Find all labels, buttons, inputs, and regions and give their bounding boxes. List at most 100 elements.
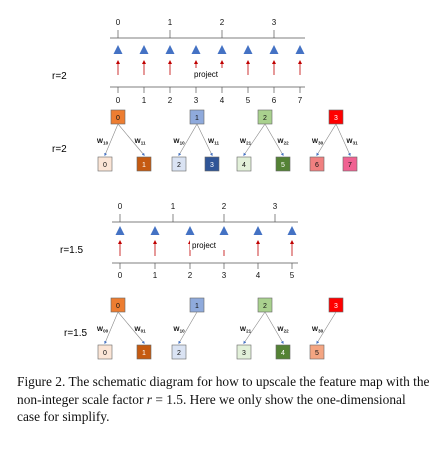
r2-sample-triangle <box>165 45 175 54</box>
r15-weight-W22: W22 <box>277 326 289 334</box>
r15-pixel-label: r=1.5 <box>64 328 88 339</box>
caption-text-part1: The schematic diagram for how to upscale… <box>17 374 430 407</box>
r15-input-box-2-label: 2 <box>263 303 267 310</box>
r15-weight-W01: W01 <box>134 326 146 334</box>
r15-project-label-bg <box>190 239 226 250</box>
r2-conv-arrow <box>335 123 351 157</box>
r15-output-box-5-label: 5 <box>315 350 319 357</box>
r2-output-box-6-label: 6 <box>315 162 319 169</box>
r2-output-box-6 <box>309 156 325 172</box>
r15-bottom-tick: 4 <box>256 271 261 280</box>
r2-project-label-bg <box>192 68 228 79</box>
r2-sample-triangle <box>139 45 149 54</box>
r15-input-box-3-label: 3 <box>334 303 338 310</box>
r2-axis-label: r=2 <box>52 71 67 82</box>
r15-bottom-tick: 1 <box>153 271 158 280</box>
r2-output-box-3-label: 3 <box>210 162 214 169</box>
r15-conv-arrow <box>264 311 284 345</box>
r15-weight-W00: W00 <box>97 326 109 334</box>
r2-weight-W31: W31 <box>346 138 358 146</box>
r2-bottom-tick: 7 <box>298 96 303 105</box>
r2-sample-triangle <box>243 45 253 54</box>
r15-conv-arrow <box>104 311 119 345</box>
r15-bottom-tick: 3 <box>222 271 227 280</box>
r15-bottom-tick: 0 <box>118 271 123 280</box>
r15-top-tick: 0 <box>118 202 123 211</box>
r15-input-box-1-label: 1 <box>195 303 199 310</box>
r2-weight-W11: W11 <box>208 138 219 146</box>
r2-conv-arrow <box>316 123 337 157</box>
r2-conv-arrow <box>243 123 266 156</box>
r2-output-box-5 <box>275 156 291 172</box>
r2-input-box-0-label: 0 <box>116 115 120 122</box>
r15-output-box-2-label: 2 <box>177 350 181 357</box>
figure-caption: Figure 2. The schematic diagram for how … <box>17 373 431 426</box>
r15-project-label: project <box>192 241 217 250</box>
r15-sample-triangle <box>287 226 297 235</box>
r2-bottom-tick: 1 <box>142 96 147 105</box>
r2-sample-triangle <box>295 45 305 54</box>
r2-weight-W30: W30 <box>312 138 324 146</box>
r2-bottom-tick: 3 <box>194 96 199 105</box>
r15-output-box-3-label: 3 <box>242 350 246 357</box>
r15-weight-W21: W21 <box>240 326 252 334</box>
r15-top-tick: 1 <box>171 202 176 211</box>
r2-output-box-2-label: 2 <box>177 162 181 169</box>
r15-axis-label: r=1.5 <box>60 245 84 256</box>
r2-weight-W10: W10 <box>97 138 109 146</box>
r2-sample-triangle <box>269 45 279 54</box>
r2-weight-W21: W21 <box>240 138 252 146</box>
r2-bottom-tick: 0 <box>116 96 121 105</box>
r2-output-box-5-label: 5 <box>281 162 285 169</box>
r2-weight-W10: W10 <box>173 138 185 146</box>
r2-output-box-7 <box>342 156 358 172</box>
r15-weight-W30: W30 <box>312 326 324 334</box>
r15-output-box-4-label: 4 <box>281 350 285 357</box>
r2-project-label: project <box>194 70 219 79</box>
r2-weight-W22: W22 <box>277 138 289 146</box>
r2-output-box-7-label: 7 <box>348 162 352 169</box>
r2-conv-arrow <box>264 123 284 157</box>
r2-output-box-3 <box>204 156 220 172</box>
r2-output-box-4 <box>236 156 252 172</box>
r2-output-box-1 <box>136 156 152 172</box>
r2-output-box-0-label: 0 <box>103 162 107 169</box>
r15-sample-triangle <box>219 226 229 235</box>
r15-output-box-1 <box>136 344 152 360</box>
r2-top-tick: 1 <box>168 18 173 27</box>
r15-output-box-5 <box>309 344 325 360</box>
r15-sample-triangle <box>150 226 160 235</box>
r15-input-box-0-label: 0 <box>116 303 120 310</box>
r15-output-box-0 <box>97 344 113 360</box>
r2-bottom-tick: 4 <box>220 96 225 105</box>
r2-conv-arrow <box>117 123 145 156</box>
r15-sample-triangle <box>253 226 263 235</box>
r2-output-box-1-label: 1 <box>142 162 146 169</box>
r2-bottom-tick: 6 <box>272 96 277 105</box>
r15-top-tick: 3 <box>273 202 278 211</box>
r15-output-box-2 <box>171 344 187 360</box>
r15-output-box-1-label: 1 <box>142 350 146 357</box>
r2-input-box-1-label: 1 <box>195 115 199 122</box>
r15-conv-arrow <box>117 311 145 344</box>
r2-conv-arrow <box>196 123 213 157</box>
r2-conv-arrow <box>104 123 119 157</box>
r2-weight-W11: W11 <box>135 138 146 146</box>
r2-pixel-label: r=2 <box>52 144 67 155</box>
r15-conv-arrow <box>316 311 337 345</box>
r2-input-box-3-label: 3 <box>334 115 338 122</box>
r15-bottom-tick: 2 <box>188 271 193 280</box>
r15-output-box-3 <box>236 344 252 360</box>
r15-conv-arrow <box>178 311 198 345</box>
r2-top-tick: 2 <box>220 18 225 27</box>
r2-output-box-0 <box>97 156 113 172</box>
r2-sample-triangle <box>217 45 227 54</box>
r15-output-box-0-label: 0 <box>103 350 107 357</box>
r2-top-tick: 3 <box>272 18 277 27</box>
r2-bottom-tick: 5 <box>246 96 251 105</box>
